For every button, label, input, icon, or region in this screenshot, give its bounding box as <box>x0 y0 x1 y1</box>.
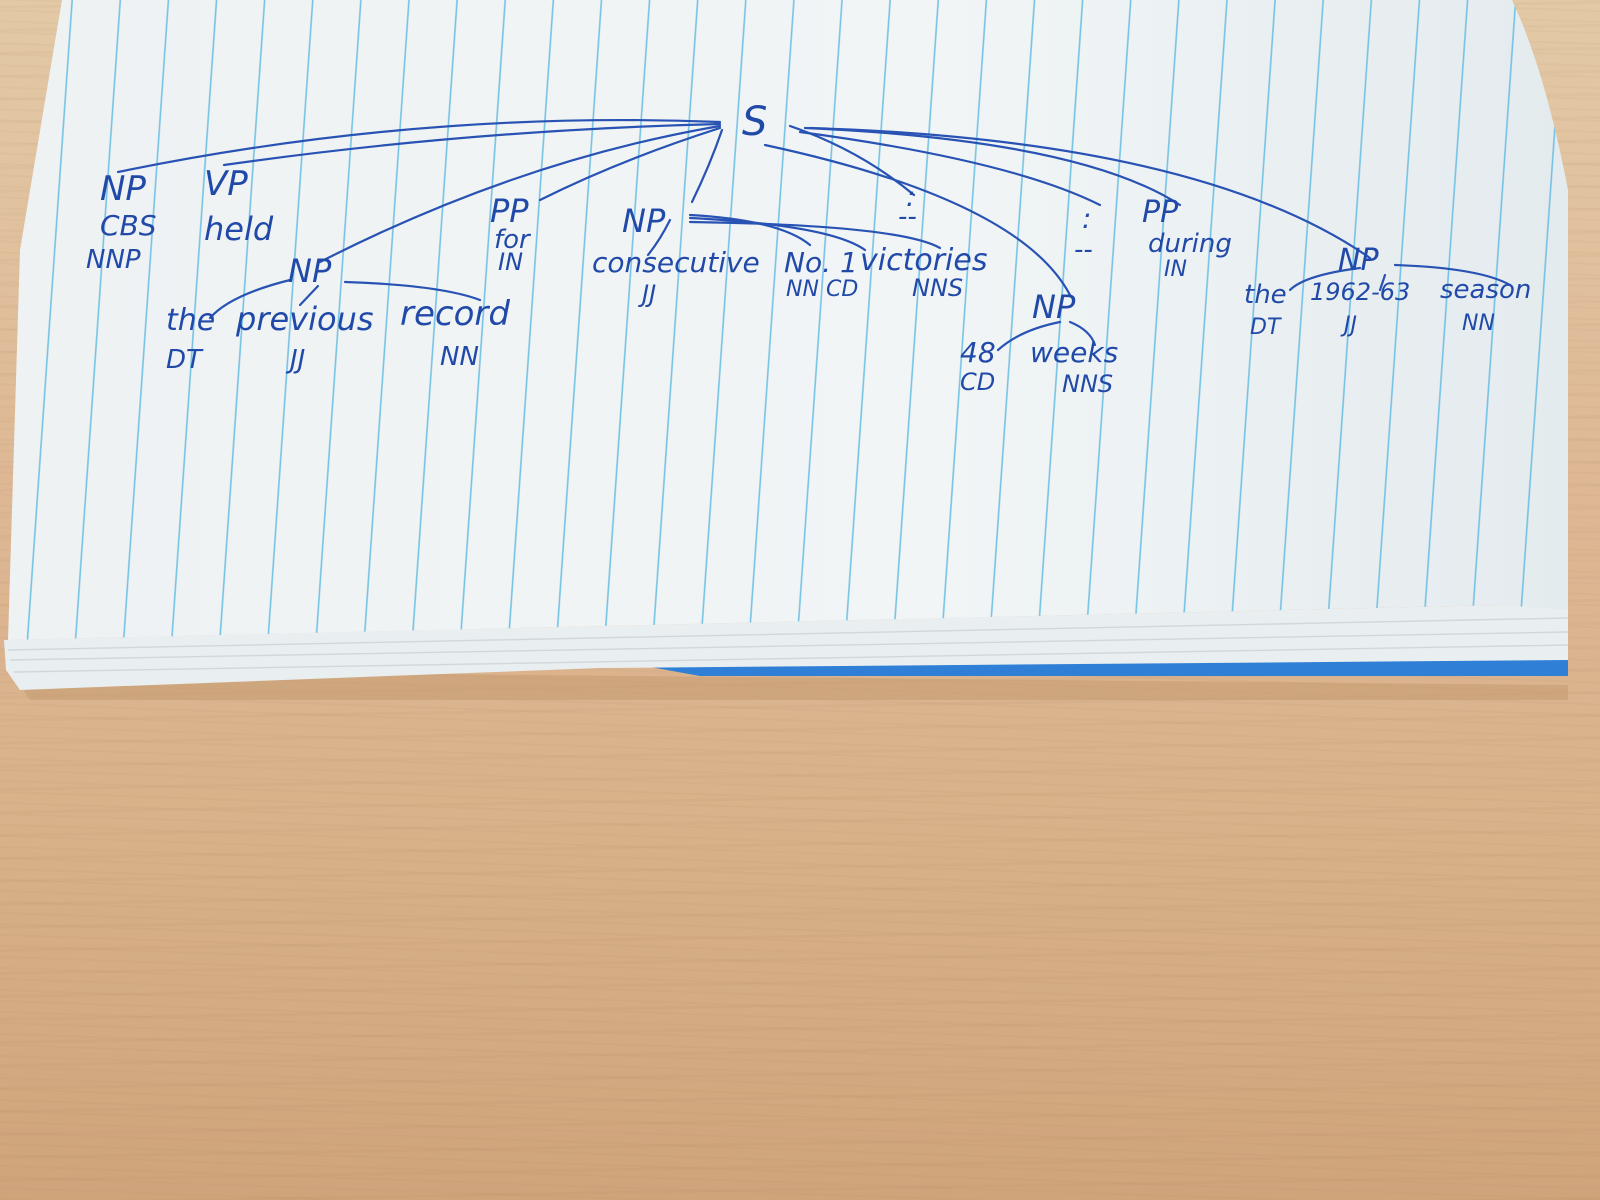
word-the1: the <box>166 303 215 338</box>
tag-jj1: JJ <box>285 345 305 375</box>
node-colon2: : <box>1082 202 1091 235</box>
word-dash2: -- <box>1074 235 1093 265</box>
edge-np-record <box>343 280 482 302</box>
edge-s-np-cbs <box>116 118 722 174</box>
edge-s-np-season <box>808 126 1372 260</box>
tree-labels: S NP CBS NNP VP held NP the previous rec… <box>86 99 1531 398</box>
word-previous: previous <box>235 300 374 338</box>
node-np-cbs: NP <box>100 169 146 209</box>
tag-nns2: NNS <box>1062 370 1113 398</box>
edge-np-one <box>688 216 867 252</box>
tag-nn1: NN <box>440 342 479 372</box>
tag-nnp: NNP <box>86 245 141 275</box>
tag-dt2: DT <box>1250 315 1282 340</box>
edge-np-consecutive-jj <box>646 218 672 257</box>
word-the2: the <box>1244 280 1287 310</box>
word-consecutive: consecutive <box>592 246 760 279</box>
word-record: record <box>400 294 510 334</box>
tag-nn3: NN <box>1462 311 1495 336</box>
edge-np-the1 <box>208 278 292 320</box>
word-cbs: CBS <box>100 209 157 242</box>
tag-cd1: CD <box>826 277 858 302</box>
tag-nns1: NNS <box>912 274 963 302</box>
word-held: held <box>204 210 274 248</box>
node-pp-for: PP <box>490 192 529 230</box>
tree-edges <box>116 118 1512 352</box>
tag-in1: IN <box>498 248 523 276</box>
node-np-weeks: NP <box>1032 288 1076 326</box>
edge-s-np-weeks <box>763 143 1072 297</box>
edge-np-previous <box>298 284 320 307</box>
tag-cd2: CD <box>960 368 995 396</box>
word-season: season <box>1440 275 1531 305</box>
edge-np-victories <box>688 220 942 250</box>
word-one: 1 <box>840 246 858 279</box>
edge-np-the2 <box>1288 266 1362 292</box>
edge-np-weeks-nns <box>1068 320 1097 347</box>
edge-s-vp-held <box>222 122 722 167</box>
word-1962-63: 1962-63 <box>1310 278 1410 306</box>
notebook-shadow <box>10 670 1568 700</box>
tag-jj2: JJ <box>638 280 656 308</box>
word-victories: victories <box>860 243 987 278</box>
edge-s-pp-during <box>803 126 1182 207</box>
word-no: No. <box>784 246 831 279</box>
node-np-season: NP <box>1338 243 1379 278</box>
tag-nn2: NN <box>786 277 819 302</box>
tag-in2: IN <box>1164 257 1187 282</box>
edge-np-season-nn <box>1393 263 1512 287</box>
page-rules <box>8 0 1568 640</box>
word-weeks: weeks <box>1030 336 1118 369</box>
node-colon1: : <box>906 180 915 213</box>
node-vp-held: VP <box>204 164 248 204</box>
node-np-previous: NP <box>288 252 332 290</box>
edge-s-pp-for <box>538 126 722 202</box>
page-stack-lines <box>7 617 1569 673</box>
edge-s-np-consecutive <box>690 128 724 204</box>
node-pp-during: PP <box>1142 195 1179 230</box>
word-48: 48 <box>960 336 996 369</box>
edge-s-colon2 <box>798 130 1102 207</box>
word-dash1: -- <box>898 202 917 232</box>
node-s: S <box>742 99 767 145</box>
edge-np-48 <box>996 320 1062 352</box>
edge-np-year <box>1378 273 1387 292</box>
tag-dt1: DT <box>166 345 204 375</box>
tag-jj3: JJ <box>1340 313 1357 338</box>
edge-s-np-previous <box>318 124 722 264</box>
word-during: during <box>1148 229 1232 259</box>
node-np-consecutive: NP <box>622 202 666 240</box>
word-for: for <box>494 225 532 255</box>
